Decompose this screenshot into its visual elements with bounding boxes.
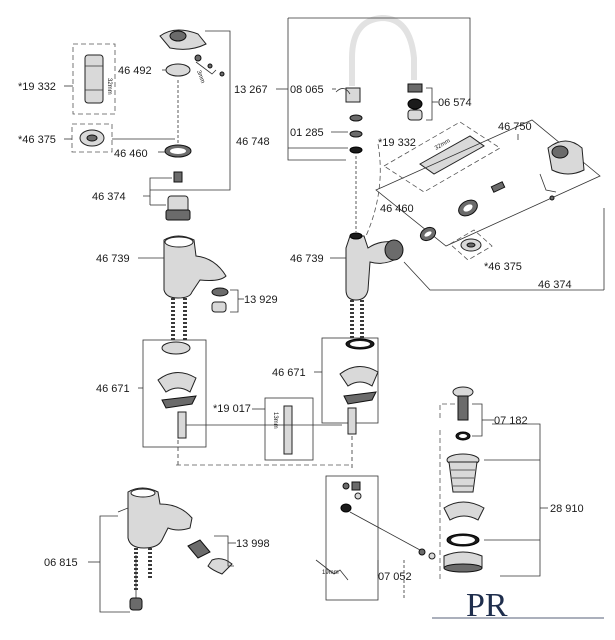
label-19332-left: *19 332: [18, 81, 56, 93]
label-32mm-left: 32mm: [106, 78, 112, 95]
oring-01285-a: [349, 114, 363, 122]
label-19017: *19 017: [213, 403, 251, 415]
label-28910: 28 910: [550, 503, 584, 515]
label-46460-right: 46 460: [380, 203, 414, 215]
waste-rod-box: [325, 475, 379, 601]
label-46492: 46 492: [118, 65, 152, 77]
oring-01285-c: [349, 146, 363, 154]
label-46460-left: 46 460: [114, 148, 148, 160]
allen-key: [539, 173, 557, 193]
label-13929: 13 929: [244, 294, 278, 306]
label-06815: 06 815: [44, 557, 78, 569]
stud-19017: [283, 405, 293, 455]
cartridge-seat-right: [384, 239, 404, 261]
label-3mm: 3mm: [195, 70, 205, 85]
label-46748: 46 748: [236, 136, 270, 148]
logo-letters: PR: [466, 587, 508, 624]
aerator-06574-c: [407, 109, 423, 121]
spout-base: [345, 87, 361, 103]
part-box-46375-left: [71, 123, 113, 153]
label-46750: 46 750: [498, 121, 532, 133]
pr-logo: PR: [430, 580, 608, 636]
aerator-13929-b: [211, 301, 227, 313]
stud-46671-left: [177, 411, 187, 439]
label-08065: 08 065: [290, 84, 324, 96]
waste-nut: [443, 551, 483, 569]
cartridge-box-right: [383, 121, 501, 193]
lever-handle-46750: [547, 140, 585, 175]
label-46671-right: 46 671: [272, 367, 306, 379]
oring-01285-b: [349, 130, 363, 138]
clip-08065: [335, 88, 351, 95]
label-46374-right: 46 374: [538, 279, 572, 291]
swivel-aerator-13998-a: [187, 539, 211, 559]
label-13267: 13 267: [234, 84, 268, 96]
waste-body: [448, 461, 478, 493]
lever-box-46750: [375, 119, 601, 247]
assembly-arrow: [365, 143, 381, 237]
label-46375-left: *46 375: [18, 134, 56, 146]
label-19mm: 19mm: [322, 570, 339, 576]
pivot-rod: [349, 511, 421, 551]
washer-46671-left: [157, 372, 197, 393]
mixer-body-left: [163, 235, 227, 299]
label-19332-right: *19 332: [378, 137, 416, 149]
popup-plug-stem: [457, 395, 469, 421]
label-46739-left: 46 739: [96, 253, 130, 265]
washer-46671-right: [339, 366, 379, 387]
waste-washer: [443, 501, 485, 521]
pivot-nut: [340, 503, 352, 513]
label-46374-left: 46 374: [92, 191, 126, 203]
label-01285: 01 285: [290, 127, 324, 139]
label-07052: 07 052: [378, 571, 412, 583]
stem-46374-left: [173, 171, 183, 183]
aerator-13929-a: [211, 287, 229, 297]
cartridge-19332-left: [84, 54, 104, 104]
screw-46750: [490, 181, 506, 193]
pull-rod-knob: [129, 597, 143, 611]
cap-46492: [165, 63, 191, 77]
cartridge-box-left: [72, 43, 116, 115]
bidet-body-06815: [127, 487, 193, 549]
label-13mm: 13mm: [272, 412, 278, 429]
part-box-46375-right: [449, 229, 493, 261]
mounting-box-left: [142, 339, 207, 448]
cartridge-19332-right: [419, 135, 485, 175]
label-46375-right: *46 375: [484, 261, 522, 273]
aerator-06574-b: [407, 98, 423, 110]
label-46739-right: 46 739: [290, 253, 324, 265]
label-07182: 07 182: [494, 415, 528, 427]
spanner-19mm: [315, 559, 349, 581]
oring-46671-left: [161, 341, 191, 355]
stud-46671-right: [347, 407, 357, 435]
plate-46671-right: [343, 391, 377, 405]
swivel-aerator-13998-b: [207, 558, 233, 575]
aerator-06574-a: [407, 83, 423, 93]
plate-46671-left: [161, 395, 197, 409]
label-46671-left: 46 671: [96, 383, 130, 395]
label-13998: 13 998: [236, 538, 270, 550]
box-19017: [264, 397, 314, 461]
label-06574: 06 574: [438, 97, 472, 109]
